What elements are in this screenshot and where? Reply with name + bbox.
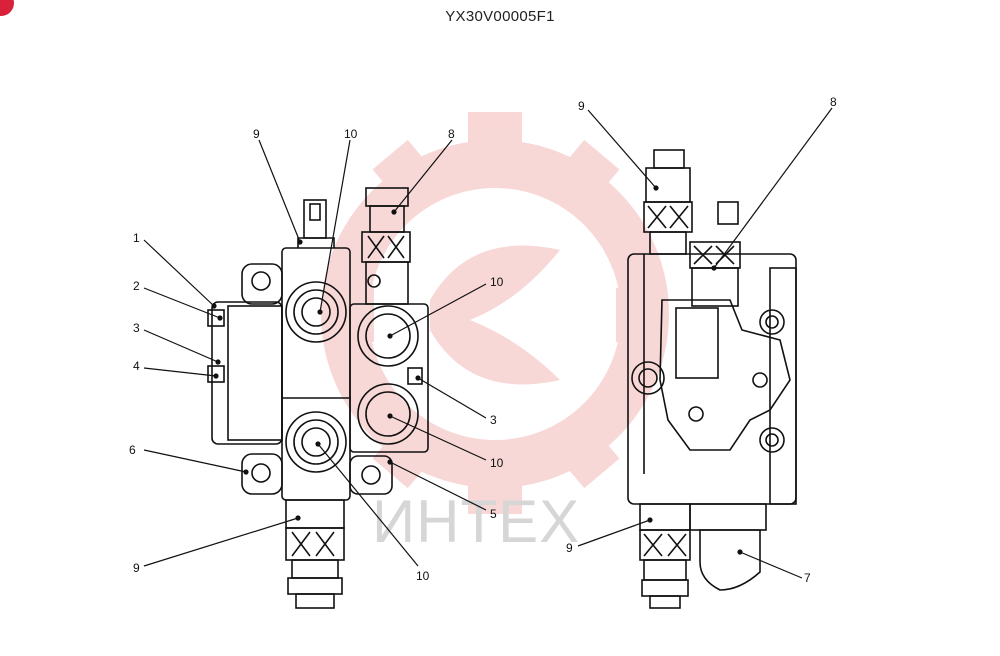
callout-10-lower-right: 10 (490, 456, 504, 470)
callout-4: 4 (133, 359, 140, 373)
callout-2: 2 (133, 279, 140, 293)
callout-6: 6 (129, 443, 136, 457)
callout-9-top-right: 9 (578, 99, 585, 113)
callout-10-mid-right: 10 (490, 275, 504, 289)
callout-3-right: 3 (490, 413, 497, 427)
callout-9-top-left: 9 (253, 127, 260, 141)
callout-1: 1 (133, 231, 140, 245)
callout-7: 7 (804, 571, 811, 585)
left-valve-view (207, 187, 429, 609)
callout-9-bottom-left: 9 (133, 561, 140, 575)
watermark-gear-icon (321, 112, 669, 514)
drawing-code: YX30V00005F1 (445, 8, 555, 25)
callout-10-bottom: 10 (416, 569, 430, 583)
callout-9-bottom-right: 9 (566, 541, 573, 555)
watermark-text: ИНТЕХ (372, 488, 580, 555)
callout-5: 5 (490, 507, 497, 521)
callout-10-top-left: 10 (344, 127, 358, 141)
callout-3-left: 3 (133, 321, 140, 335)
callout-8-top-left: 8 (448, 127, 455, 141)
callout-8-top-right: 8 (830, 95, 837, 109)
right-valve-view (627, 149, 797, 609)
leader-lines (143, 107, 833, 579)
